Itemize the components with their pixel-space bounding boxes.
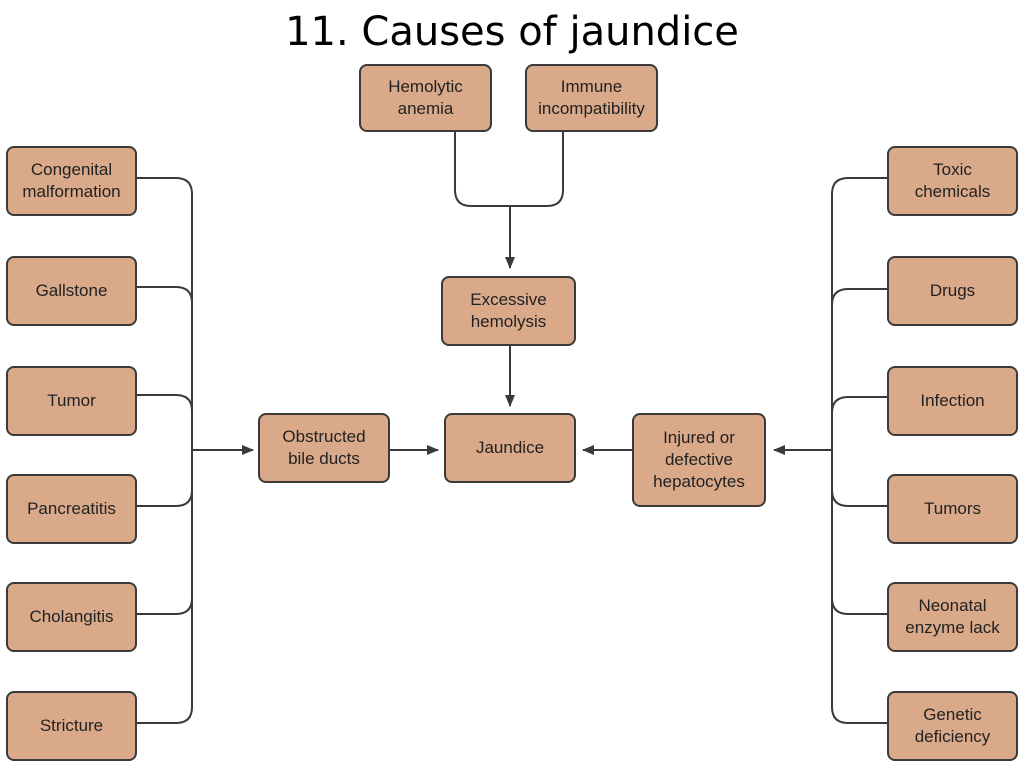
box-left-congenital: Congenital malformation [6,146,137,216]
page-title: 11. Causes of jaundice [285,9,739,55]
box-jaundice: Jaundice [444,413,576,483]
box-right-tumors: Tumors [887,474,1018,544]
box-right-infection: Infection [887,366,1018,436]
box-left-gallstone: Gallstone [6,256,137,326]
box-right-neonatal: Neonatal enzyme lack [887,582,1018,652]
connector-hemolytic [454,131,510,207]
connector-immune [510,131,564,207]
box-right-genetic: Genetic deficiency [887,691,1018,761]
left-bracket [136,177,193,724]
box-left-cholangitis: Cholangitis [6,582,137,652]
box-obstructed-bile-ducts: Obstructed bile ducts [258,413,390,483]
box-excessive-hemolysis: Excessive hemolysis [441,276,576,346]
box-right-drugs: Drugs [887,256,1018,326]
right-bracket [831,177,888,724]
box-left-stricture: Stricture [6,691,137,761]
box-immune-incompatibility: Immune incompatibility [525,64,658,132]
box-injured-hepatocytes: Injured or defective hepatocytes [632,413,766,507]
box-left-tumor: Tumor [6,366,137,436]
box-right-toxic-chemicals: Toxic chemicals [887,146,1018,216]
box-left-pancreatitis: Pancreatitis [6,474,137,544]
box-hemolytic-anemia: Hemolytic anemia [359,64,492,132]
